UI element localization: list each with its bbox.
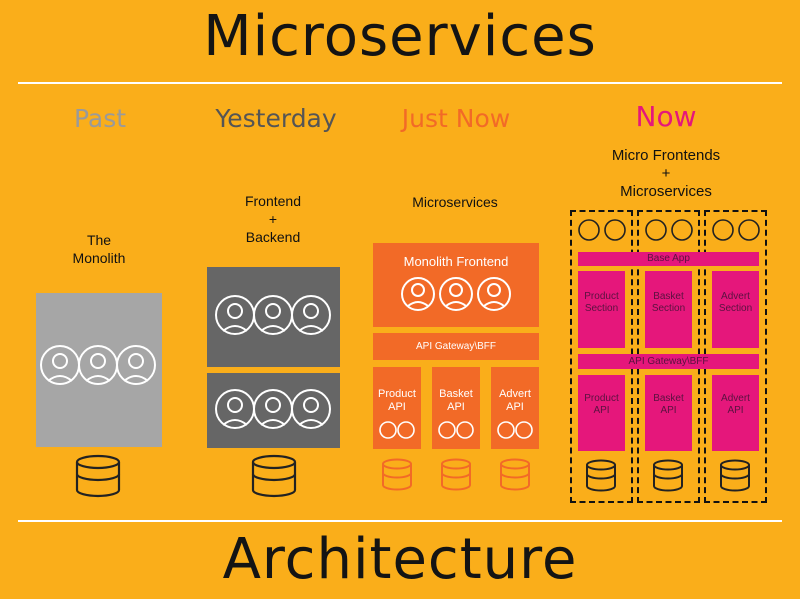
product-section-label-line2: Section bbox=[584, 303, 619, 314]
advert-database-icon bbox=[500, 458, 530, 491]
monolith-frontend-team-icon bbox=[401, 277, 511, 311]
era-now-label: Now bbox=[635, 100, 697, 133]
advert-team-icon bbox=[497, 421, 533, 439]
product-team-icon bbox=[379, 421, 415, 439]
basket-database-icon bbox=[441, 458, 471, 491]
now-product-api-label-line1: Product bbox=[584, 393, 619, 404]
basket-team-icon bbox=[438, 421, 474, 439]
product-section-box: Product Section bbox=[578, 271, 625, 348]
era-just-now-label: Just Now bbox=[401, 104, 511, 133]
now-basket-api-label-line2: API bbox=[660, 405, 677, 416]
now-product-database-icon bbox=[586, 459, 616, 492]
basket-section-label: Basket Section bbox=[645, 291, 692, 315]
base-app-bar: Base App bbox=[578, 252, 759, 266]
product-section-label-line1: Product bbox=[584, 291, 619, 302]
frontend-box bbox=[207, 267, 340, 367]
now-advert-api-label: Advert API bbox=[712, 393, 759, 417]
advert-section-label-line2: Section bbox=[718, 303, 753, 314]
monolith-caption-line2: Monolith bbox=[72, 250, 126, 266]
top-divider bbox=[18, 82, 782, 84]
product-database-icon bbox=[382, 458, 412, 491]
now-api-gateway-bar: API Gateway\BFF bbox=[578, 354, 759, 369]
basket-team-faces-icon bbox=[645, 219, 693, 241]
basket-api-label: Basket API bbox=[432, 388, 480, 414]
product-section-label: Product Section bbox=[578, 291, 625, 315]
product-api-label: Product API bbox=[373, 388, 421, 414]
basket-section-box: Basket Section bbox=[645, 271, 692, 348]
now-product-api-label-line2: API bbox=[593, 405, 610, 416]
api-gateway-label: API Gateway\BFF bbox=[415, 341, 497, 352]
micro-frontends-caption-line3: Microservices bbox=[620, 183, 712, 200]
now-basket-api-box: Basket API bbox=[645, 375, 692, 451]
advert-section-label-line1: Advert bbox=[721, 291, 750, 302]
monolith-frontend-label: Monolith Frontend bbox=[403, 254, 509, 269]
now-advert-api-box: Advert API bbox=[712, 375, 759, 451]
monolith-caption-line1: The bbox=[86, 232, 112, 248]
advert-section-box: Advert Section bbox=[712, 271, 759, 348]
yesterday-database-icon bbox=[251, 454, 297, 498]
frontend-backend-caption-line1: Frontend bbox=[244, 193, 302, 209]
monolith-database-icon bbox=[75, 454, 121, 498]
frontend-backend-caption: Frontend + Backend bbox=[183, 192, 363, 246]
advert-team-faces-icon bbox=[712, 219, 760, 241]
product-team-faces-icon bbox=[578, 219, 626, 241]
basket-section-label-line1: Basket bbox=[653, 291, 684, 302]
product-api-box: Product API bbox=[373, 367, 421, 449]
product-api-label-line2: API bbox=[388, 401, 406, 413]
micro-frontends-caption-line2: + bbox=[661, 165, 671, 182]
product-api-label-line1: Product bbox=[378, 388, 416, 400]
advert-api-box: Advert API bbox=[491, 367, 539, 449]
now-basket-api-label: Basket API bbox=[645, 393, 692, 417]
now-advert-database-icon bbox=[720, 459, 750, 492]
monolith-caption: The Monolith bbox=[9, 231, 189, 267]
monolith-frontend-box: Monolith Frontend bbox=[373, 243, 539, 327]
advert-api-label-line1: Advert bbox=[499, 388, 531, 400]
era-yesterday-label: Yesterday bbox=[215, 104, 337, 133]
micro-frontends-caption: Micro Frontends + Microservices bbox=[576, 147, 756, 201]
now-advert-api-label-line2: API bbox=[727, 405, 744, 416]
basket-api-label-line1: Basket bbox=[439, 388, 473, 400]
now-product-api-box: Product API bbox=[578, 375, 625, 451]
monolith-box bbox=[36, 293, 162, 447]
now-api-gateway-label: API Gateway\BFF bbox=[628, 356, 709, 367]
basket-api-label-line2: API bbox=[447, 401, 465, 413]
now-advert-api-label-line1: Advert bbox=[721, 393, 750, 404]
api-gateway-bar: API Gateway\BFF bbox=[373, 333, 539, 360]
frontend-backend-caption-line3: Backend bbox=[245, 229, 301, 245]
bottom-divider bbox=[18, 520, 782, 522]
footer-title: Architecture bbox=[222, 527, 578, 592]
microservices-caption: Microservices bbox=[412, 194, 498, 210]
now-product-api-label: Product API bbox=[578, 393, 625, 417]
basket-api-box: Basket API bbox=[432, 367, 480, 449]
micro-frontends-caption-line1: Micro Frontends bbox=[611, 147, 721, 164]
advert-api-label: Advert API bbox=[491, 388, 539, 414]
now-basket-database-icon bbox=[653, 459, 683, 492]
now-basket-api-label-line1: Basket bbox=[653, 393, 684, 404]
frontend-team-icon bbox=[215, 295, 331, 335]
page-title: Microservices bbox=[203, 4, 597, 69]
advert-section-label: Advert Section bbox=[712, 291, 759, 315]
frontend-backend-caption-line2: + bbox=[268, 211, 278, 227]
basket-section-label-line2: Section bbox=[651, 303, 686, 314]
advert-api-label-line2: API bbox=[506, 401, 524, 413]
era-past-label: Past bbox=[73, 104, 127, 133]
backend-team-icon bbox=[215, 389, 331, 429]
backend-box bbox=[207, 373, 340, 448]
team-icon bbox=[40, 345, 156, 385]
base-app-label: Base App bbox=[647, 253, 690, 264]
